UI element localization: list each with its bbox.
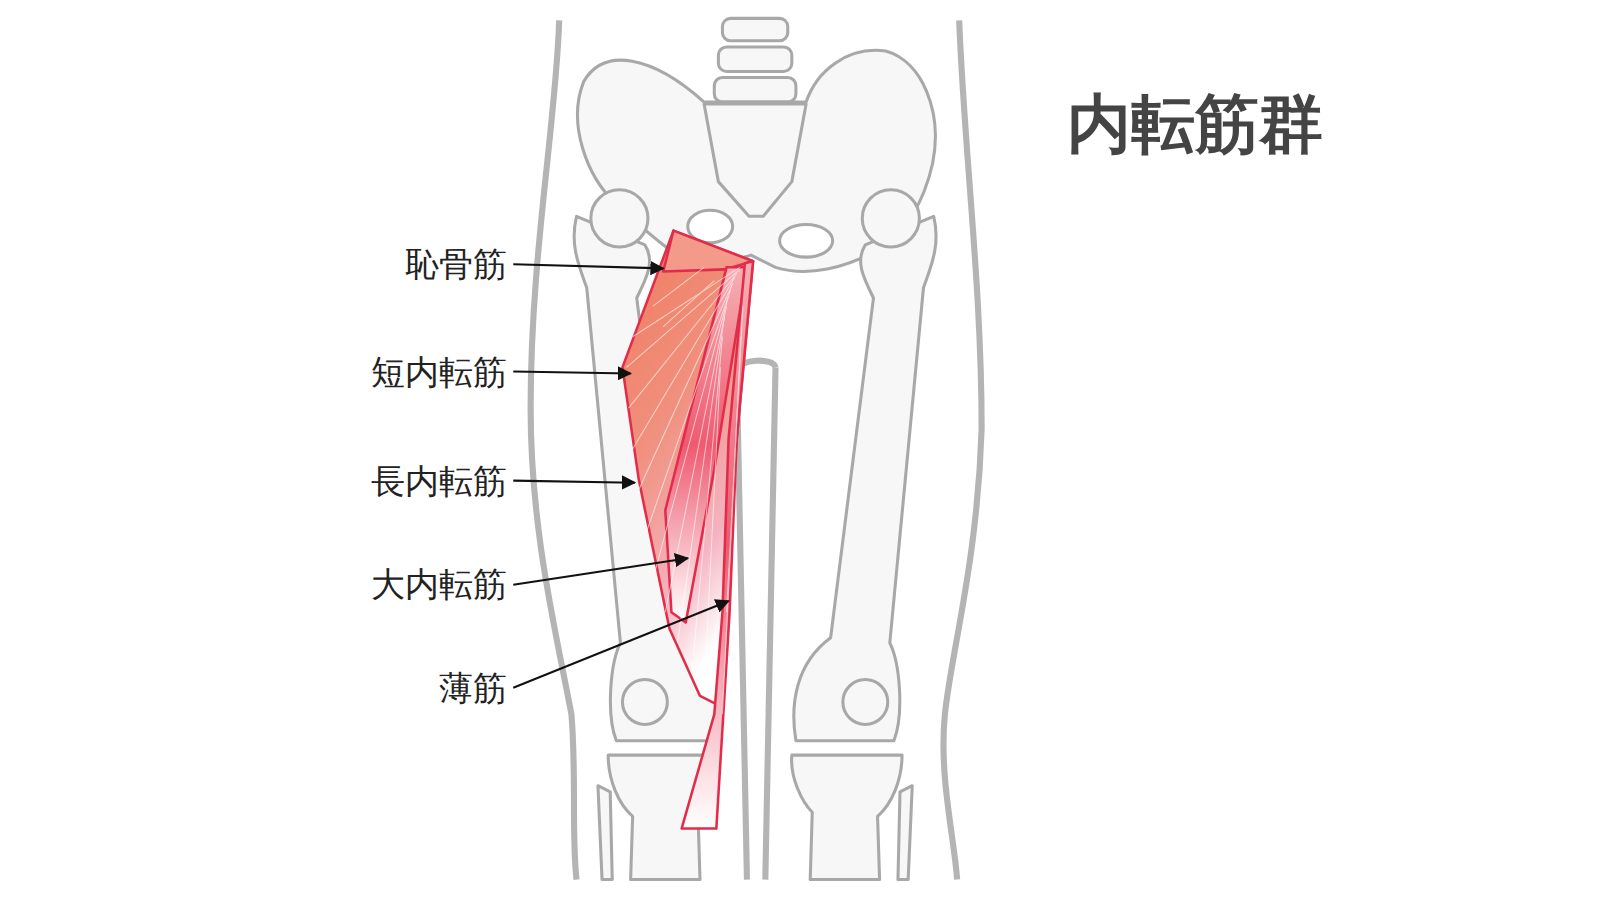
muscle-label: 長内転筋: [371, 464, 507, 498]
muscle-label: 薄筋: [439, 671, 507, 705]
muscle-label: 大内転筋: [371, 567, 507, 601]
leader-lines: [513, 264, 728, 687]
skeleton: [574, 18, 936, 879]
muscle-label: 恥骨筋: [405, 247, 507, 281]
leg-outline: [531, 20, 982, 879]
muscle-label: 短内転筋: [371, 355, 507, 389]
adductor-muscles: [622, 231, 753, 829]
muscle-fibers: [627, 267, 743, 714]
diagram-title: 内転筋群: [1067, 92, 1323, 156]
